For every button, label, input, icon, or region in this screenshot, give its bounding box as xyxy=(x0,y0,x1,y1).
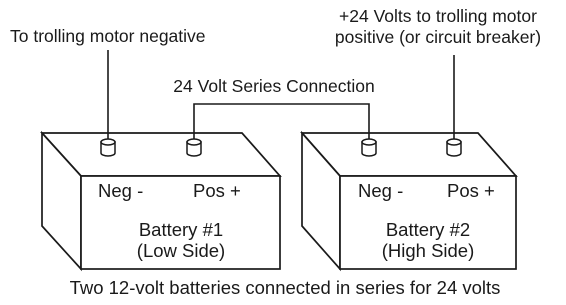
figure-caption: Two 12-volt batteries connected in serie… xyxy=(70,277,501,298)
trolling-positive-label-line1: +24 Volts to trolling motor xyxy=(339,6,537,26)
battery-2-side: (High Side) xyxy=(382,240,475,261)
battery-2-neg-label: Neg - xyxy=(358,180,403,201)
battery-2: Neg - Pos + Battery #2 (High Side) xyxy=(300,130,518,272)
series-connection-label: 24 Volt Series Connection xyxy=(173,76,374,96)
battery-2-negative-terminal xyxy=(361,138,377,157)
battery-2-front xyxy=(339,175,517,270)
battery-1: Neg - Pos + Battery #1 (Low Side) xyxy=(40,130,282,272)
series-connection-wire xyxy=(193,103,370,139)
battery-2-pos-label: Pos + xyxy=(447,180,495,201)
battery-1-pos-label: Pos + xyxy=(193,180,241,201)
battery-1-top xyxy=(40,132,282,177)
battery-1-neg-label: Neg - xyxy=(98,180,143,201)
battery-1-side: (Low Side) xyxy=(137,240,225,261)
battery-1-front xyxy=(80,175,281,270)
battery-1-negative-terminal xyxy=(100,138,116,157)
battery-1-name: Battery #1 xyxy=(139,219,223,240)
battery-1-positive-terminal xyxy=(186,138,202,157)
battery-2-name: Battery #2 xyxy=(386,219,470,240)
trolling-positive-label-line2: positive (or circuit breaker) xyxy=(335,27,541,47)
battery-2-positive-terminal xyxy=(446,138,462,157)
trolling-negative-label: To trolling motor negative xyxy=(10,26,206,46)
